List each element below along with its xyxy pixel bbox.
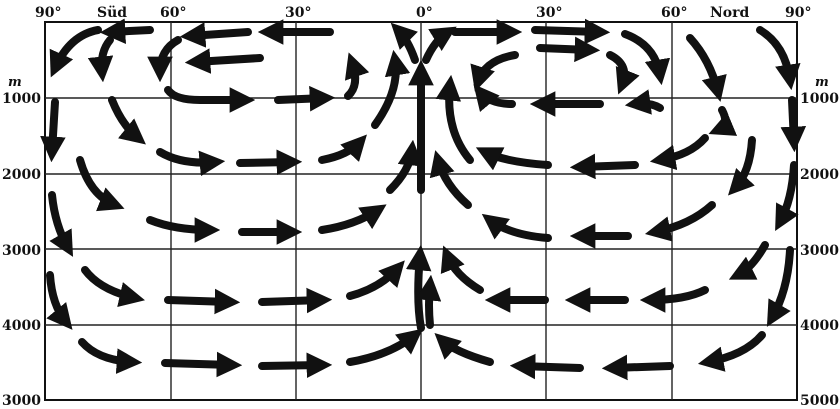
arrow-north-ring3-2 (644, 201, 716, 242)
arrow-south-ring5-4 (346, 328, 423, 366)
arrow-south-inner-corner (147, 36, 182, 83)
depth-right-1000: 1000 (800, 91, 839, 107)
label-hemisphere-south: Süd (97, 5, 127, 21)
depth-right-5000: 5000 (800, 393, 839, 409)
arrow-south-ring4-2 (164, 288, 241, 315)
arrow-south-inner-bottom-2 (274, 85, 336, 112)
arrow-south-inner-bottom-1 (164, 86, 256, 113)
depth-right-3000: 3000 (800, 243, 839, 259)
arrow-north-ring5-2 (601, 354, 674, 381)
arrow-north-inner-return (435, 74, 474, 164)
arrow-north-ring4-5 (440, 245, 484, 294)
arrow-north-inner-second-corner (606, 51, 640, 95)
label-lat-30-north: 30° (536, 5, 562, 21)
circulation-arrows (40, 18, 807, 381)
arrow-south-ring5-2 (161, 351, 243, 378)
arrow-north-outer-top (756, 26, 801, 91)
arrow-south-second-corner (87, 36, 114, 83)
arrow-north-second-2 (569, 153, 639, 180)
arrow-south-inner-mid (371, 49, 411, 129)
arrow-north-inner-second-1 (536, 36, 601, 63)
arrow-south-ring3-1 (76, 156, 125, 212)
depth-labels-left: m 1000 2000 3000 4000 3000 (2, 75, 41, 409)
arrow-south-ring4-4 (346, 260, 405, 300)
arrow-north-inner-corner (621, 30, 671, 86)
arrow-south-ring3-rise (386, 139, 424, 194)
depth-right-4000: 4000 (800, 318, 839, 334)
arrow-north-ring3-5 (429, 150, 472, 209)
label-lat-60-south: 60° (160, 5, 186, 21)
label-lat-60-north: 60° (661, 5, 687, 21)
label-lat-30-south: 30° (285, 5, 311, 21)
arrow-south-outer-top (49, 26, 102, 78)
grid (44, 21, 798, 401)
arrow-south-outer-down-1 (40, 98, 66, 163)
arrow-north-second-top (686, 34, 727, 102)
arrow-south-inner-second-1 (184, 48, 264, 74)
arrow-equator-rise-2 (405, 244, 432, 332)
arrow-south-ring4-3 (258, 287, 333, 314)
arrow-north-ring4-1 (728, 241, 769, 280)
arrow-south-ring3-2 (146, 216, 221, 243)
arrow-north-second-down (708, 106, 738, 136)
arrow-south-second-top-1 (99, 18, 154, 45)
depth-left-2000: 2000 (2, 167, 41, 183)
depth-right-2000: 2000 (800, 167, 839, 183)
arrow-south-ring5-1 (78, 338, 143, 374)
arrow-north-outer-down-1 (780, 96, 807, 153)
depth-labels-right: m 1000 2000 3000 4000 5000 (800, 75, 839, 409)
depth-left-1000: 1000 (2, 91, 41, 107)
arrow-north-inner-bottom-3 (473, 84, 516, 112)
label-lat-90-south: 90° (35, 5, 61, 21)
arrow-south-ring5-3 (258, 352, 333, 379)
arrow-north-ring5-3 (509, 353, 584, 380)
arrow-south-ring4-1 (81, 266, 145, 308)
arrow-north-second-3 (475, 147, 552, 171)
arrow-equator-split-right (422, 26, 457, 64)
depth-unit-left: m (8, 75, 22, 90)
arrow-north-ring3-1 (727, 136, 756, 196)
label-lat-90-north: 90° (785, 5, 811, 21)
depth-left-4000: 4000 (2, 318, 41, 334)
arrow-north-ring4-2 (639, 286, 709, 313)
arrow-south-outer-down-3 (46, 271, 73, 330)
arrow-south-outer-down-2 (48, 191, 74, 257)
arrow-equator-split-left (390, 22, 419, 64)
arrow-north-inner-second-2 (470, 51, 519, 92)
arrow-south-second-4 (236, 149, 303, 176)
arrow-north-inner-top-2 (531, 18, 611, 45)
latitude-labels: 90° Süd 60° 30° 0° 30° 60° Nord 90° (35, 5, 811, 21)
arrow-north-inner-bottom-2 (624, 89, 664, 115)
arrow-south-inner-top-2 (179, 22, 252, 48)
label-hemisphere-north: Nord (710, 5, 750, 21)
depth-unit-right: m (815, 75, 829, 90)
arrow-north-ring5-1 (697, 331, 766, 372)
arrow-south-inner-rise (344, 52, 370, 100)
arrow-north-ring5-rise (415, 274, 442, 329)
arrow-south-second-2 (108, 96, 146, 145)
arrow-south-second-5 (318, 134, 367, 164)
arrow-north-outer-down-2 (775, 161, 799, 231)
arrow-north-ring5-4 (434, 333, 494, 366)
arrow-north-ring3-4 (481, 213, 552, 242)
depth-left-bottom: 3000 (2, 393, 41, 409)
arrow-north-second-1 (649, 134, 709, 171)
label-lat-0: 0° (416, 5, 433, 21)
arrow-south-second-3 (156, 148, 226, 177)
arrow-south-ring3-4 (318, 204, 387, 234)
depth-left-3000: 3000 (2, 243, 41, 259)
arrow-north-outer-down-3 (766, 246, 794, 327)
